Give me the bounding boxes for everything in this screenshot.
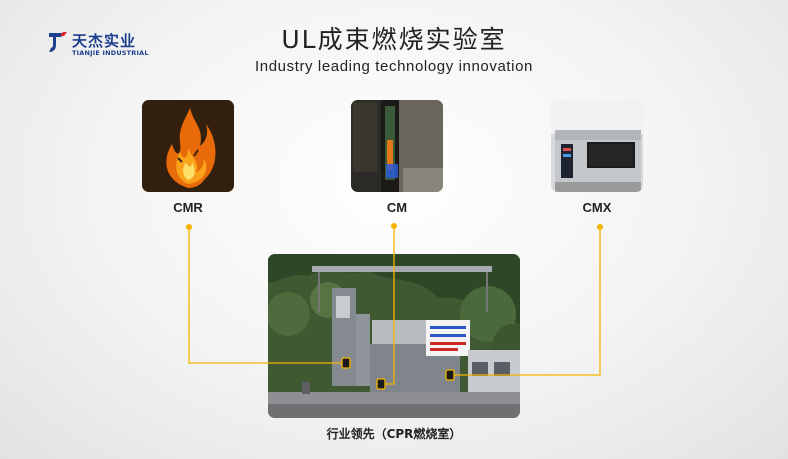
- cmx-location-marker: [445, 369, 455, 381]
- cmx-connector-line: [451, 227, 601, 376]
- cmr-test-photo: [142, 100, 234, 192]
- cmx-connector-dot: [597, 224, 603, 230]
- tianjie-logo-icon: [49, 32, 67, 52]
- cm-connector-line: [382, 226, 395, 385]
- brand-name-en: TIANJIE INDUSTRIAL: [72, 49, 149, 57]
- cm-connector-dot: [391, 223, 397, 229]
- page-title: UL成束燃烧实验室: [281, 25, 507, 54]
- cmr-connector-line: [188, 227, 344, 364]
- cpr-lab-building-photo: [268, 254, 520, 418]
- cmr-location-marker: [341, 357, 351, 369]
- cmr-connector-dot: [186, 224, 192, 230]
- cm-label: CM: [386, 200, 408, 215]
- cm-test-photo: [351, 100, 443, 192]
- cmx-label: CMX: [582, 200, 612, 215]
- cmr-label: CMR: [173, 200, 203, 215]
- brand-logo: 天杰实业 TIANJIE INDUSTRIAL: [48, 30, 168, 60]
- page-subtitle: Industry leading technology innovation: [255, 58, 533, 75]
- cpr-chamber-caption: 行业领先（CPR燃烧室）: [326, 427, 462, 441]
- brand-name-cn: 天杰实业: [72, 32, 137, 50]
- cmx-test-photo: [551, 100, 643, 192]
- cm-location-marker: [376, 378, 386, 390]
